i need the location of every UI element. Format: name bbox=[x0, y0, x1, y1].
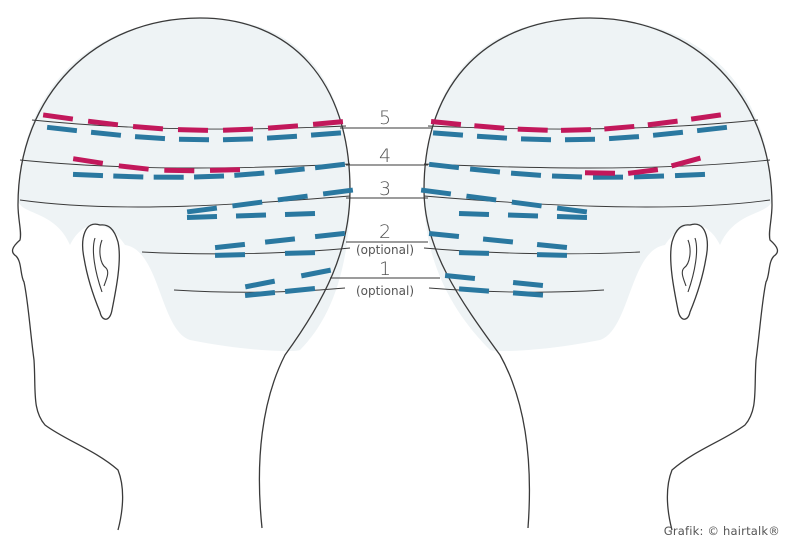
left-row2b-blue-dash bbox=[215, 252, 245, 258]
row-labels: 5 4 3 2 (optional) 1 (optional) bbox=[356, 107, 414, 298]
row-5-number: 5 bbox=[379, 107, 391, 129]
row-2-number: 2 bbox=[379, 221, 391, 243]
left-hair-area bbox=[18, 18, 350, 351]
left-row3b-blue-dash bbox=[285, 211, 315, 217]
left-head bbox=[13, 18, 350, 530]
right-row5-magenta-dash bbox=[561, 127, 591, 133]
left-row2b-blue-dash bbox=[285, 250, 315, 256]
left-row4-blue-dash bbox=[113, 174, 143, 180]
left-row3b-blue-dash bbox=[187, 214, 217, 220]
right-row5-blue-dash bbox=[521, 136, 551, 142]
right-head bbox=[424, 18, 777, 530]
left-row5-magenta-dash bbox=[178, 127, 208, 133]
right-row3b-blue-dash bbox=[508, 213, 538, 219]
right-row3b-blue-dash bbox=[557, 214, 587, 220]
right-row2b-blue-dash bbox=[459, 250, 489, 256]
left-ear-icon bbox=[83, 224, 120, 319]
left-row5-blue-dash bbox=[179, 137, 209, 143]
row-4-number: 4 bbox=[379, 145, 391, 167]
right-hair-area bbox=[424, 18, 772, 351]
left-row4-magenta-dash bbox=[164, 168, 194, 174]
right-row5-blue-dash bbox=[565, 137, 595, 143]
row-3-number: 3 bbox=[379, 178, 391, 200]
left-row5-blue-dash bbox=[223, 136, 253, 142]
right-row3b-blue-dash bbox=[459, 211, 489, 217]
right-row2b-blue-dash bbox=[537, 252, 567, 258]
image-credit: Grafik: © hairtalk® bbox=[664, 524, 780, 538]
row-2-note: (optional) bbox=[356, 243, 414, 257]
left-row4-magenta-dash bbox=[210, 167, 240, 173]
right-row4-magenta-dash bbox=[585, 170, 615, 176]
left-row3b-blue-dash bbox=[236, 213, 266, 219]
row-1-note: (optional) bbox=[356, 284, 414, 298]
left-row4-blue-dash bbox=[154, 175, 184, 180]
row-1-number: 1 bbox=[379, 258, 391, 280]
right-ear-icon bbox=[671, 224, 708, 319]
